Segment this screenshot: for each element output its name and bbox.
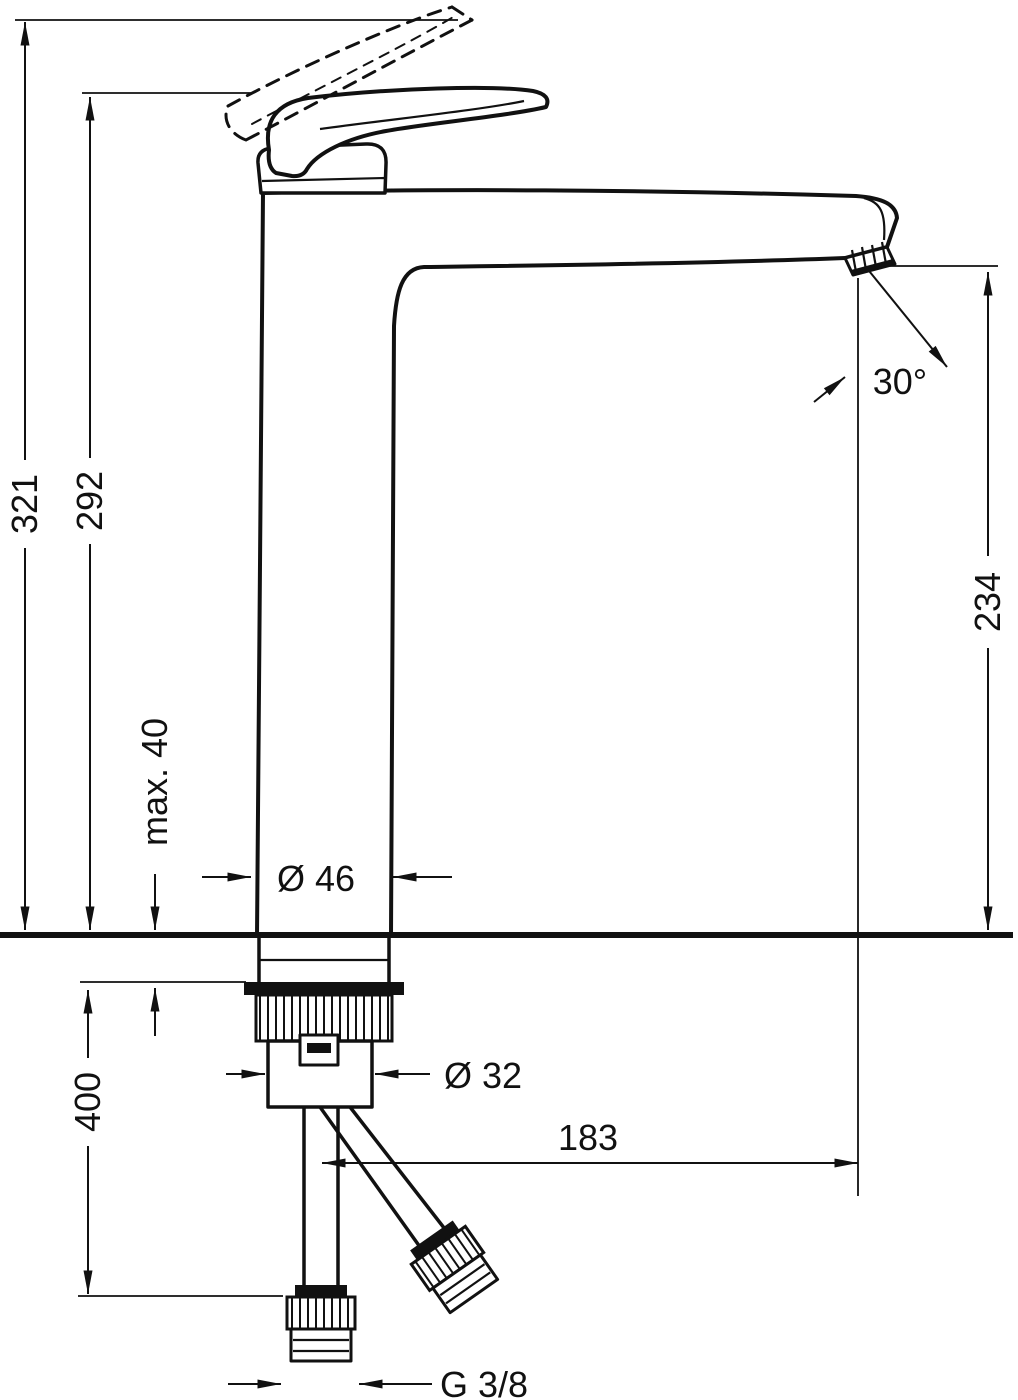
dimension-label-max40: max. 40 bbox=[134, 718, 175, 846]
dimension-label-g38: G 3/8 bbox=[440, 1364, 528, 1400]
fixing-tab bbox=[298, 1033, 340, 1067]
hose-diagonal-right-edge bbox=[348, 1105, 450, 1235]
dimension-total-height: 321 bbox=[4, 19, 458, 930]
lever-handle bbox=[266, 85, 550, 179]
dimension-thread: G 3/8 bbox=[228, 1364, 528, 1400]
dimension-outlet-height: 234 bbox=[880, 265, 1008, 930]
dimension-label-234: 234 bbox=[967, 572, 1008, 632]
dimension-body-diameter: Ø 46 bbox=[202, 858, 452, 899]
spray-direction-line bbox=[860, 260, 948, 368]
lever-contour-line bbox=[319, 99, 525, 131]
aerator-face bbox=[851, 259, 895, 275]
dimension-label-400: 400 bbox=[67, 1072, 108, 1132]
hose-diagonal-left-edge bbox=[318, 1105, 422, 1249]
mounting-hardware bbox=[244, 938, 404, 1109]
fixing-tab-slot bbox=[307, 1043, 331, 1053]
dimension-max-mounting: max. 40 bbox=[80, 718, 246, 1036]
lever-handle-raised-dashed bbox=[224, 5, 474, 142]
dimension-body-height: 292 bbox=[69, 92, 252, 930]
dimension-label-30deg: 30° bbox=[873, 361, 927, 402]
faucet-body-outline bbox=[255, 188, 899, 938]
angle-arrow bbox=[813, 376, 846, 403]
dimension-label-321: 321 bbox=[4, 474, 45, 534]
hose-connector-diagonal bbox=[409, 1220, 500, 1315]
dimension-label-292: 292 bbox=[69, 471, 110, 531]
annotation-spray-angle: 30° bbox=[813, 260, 948, 403]
dimension-label-d32: Ø 32 bbox=[444, 1055, 522, 1096]
dimension-label-d46: Ø 46 bbox=[277, 858, 355, 899]
spout-tip-face bbox=[863, 196, 886, 241]
faucet-figure bbox=[224, 5, 899, 1363]
supply-hoses bbox=[285, 1105, 500, 1363]
mount-joint-line bbox=[261, 176, 386, 183]
aerator-ribs bbox=[850, 241, 888, 273]
dimension-shank-diameter: Ø 32 bbox=[226, 1055, 522, 1096]
aerator bbox=[843, 241, 897, 277]
dimension-label-183: 183 bbox=[558, 1117, 618, 1158]
hose-connector-straight bbox=[285, 1285, 357, 1363]
dimension-hose-length: 400 bbox=[67, 990, 283, 1297]
dimension-spout-reach: 183 bbox=[322, 278, 859, 1196]
mounting-flange bbox=[244, 982, 404, 995]
